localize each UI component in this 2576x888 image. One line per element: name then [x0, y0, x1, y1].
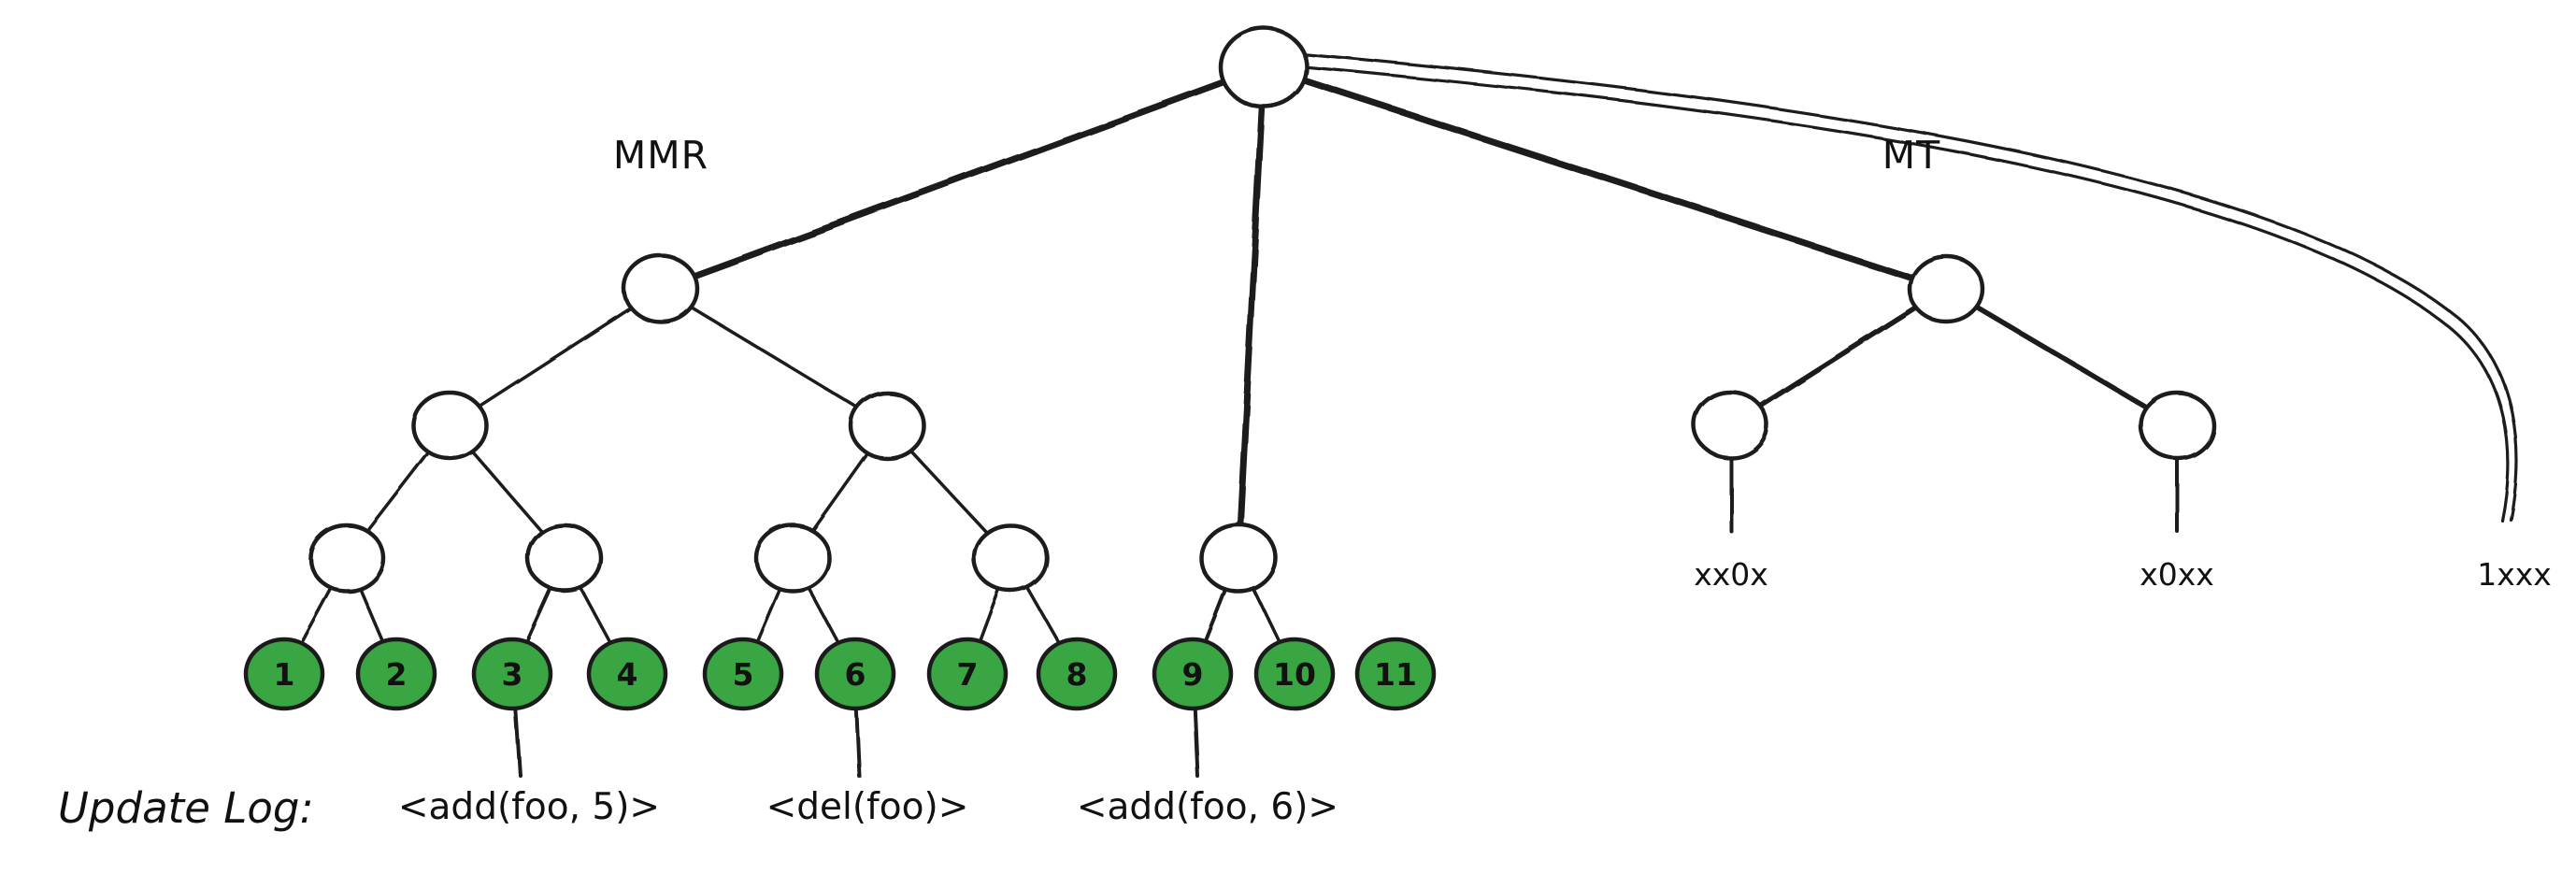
mt-leaf-label-xx0x: xx0x [1694, 556, 1768, 593]
update-log-group: Update Log: <add(foo, 5)> <del(foo)> <ad… [58, 783, 1338, 833]
node-mt-right [2138, 390, 2216, 461]
leaf-label-10: 10 [1273, 656, 1316, 693]
node-mmr-peak [622, 253, 700, 324]
leaf-circle-9 [1152, 637, 1234, 711]
edge-root-to-mid-peak [1235, 71, 1267, 562]
node-mmr-l2-right [848, 390, 926, 461]
leaf-node-4: 4 [586, 637, 668, 711]
node-mmr-l2-left [410, 390, 489, 461]
edge-root-to-1xxx-inner [1307, 65, 2510, 523]
leaf-node-3: 3 [471, 637, 553, 711]
leaf-label-2: 2 [386, 656, 408, 693]
leaf-circle-8 [1036, 637, 1118, 711]
update-log-title: Update Log: [58, 783, 314, 833]
node-mmr-l3-1 [308, 523, 386, 594]
edge-root-to-1xxx-outer [1305, 52, 2518, 522]
leaf-node-1: 1 [243, 637, 325, 711]
leaf-circle-11 [1354, 637, 1437, 711]
leaf-node-5: 5 [702, 637, 784, 711]
leaf-label-1: 1 [274, 656, 295, 693]
leaf-label-9: 9 [1182, 656, 1204, 693]
leaf-label-8: 8 [1066, 656, 1088, 693]
leaf-node-9: 9 [1152, 637, 1234, 711]
leaf-label-5: 5 [733, 656, 754, 693]
node-mt-left [1692, 390, 1770, 461]
node-mt-root [1907, 253, 1985, 324]
mt-leaf-label-x0xx: x0xx [2140, 556, 2214, 593]
node-root [1218, 25, 1309, 109]
leaf-circle-3 [471, 637, 553, 711]
edge-mt-root-to-left [1728, 286, 1949, 428]
leaf-node-7: 7 [926, 637, 1009, 711]
leaf-circle-4 [586, 637, 668, 711]
leaf-label-7: 7 [957, 656, 979, 693]
leaf-label-4: 4 [617, 656, 638, 693]
node-mmr-l3-2 [525, 523, 604, 594]
log-entry-add-foo-5: <add(foo, 5)> [398, 786, 660, 828]
node-mmr-l3-3 [753, 523, 832, 594]
edge-mmr-peak-to-l2-right [659, 287, 889, 427]
edge-mt-root-to-right [1943, 286, 2180, 428]
leaf-circle-1 [243, 637, 325, 711]
leaf-circle-7 [926, 637, 1009, 711]
leaf-label-6: 6 [845, 656, 866, 693]
leaf-node-11: 11 [1354, 637, 1437, 711]
nodes-group [308, 25, 2216, 594]
node-mmr-l3-4 [971, 523, 1050, 594]
leaf-circle-10 [1253, 637, 1336, 711]
leaf-node-8: 8 [1036, 637, 1118, 711]
mt-leaf-label-1xxx: 1xxx [2477, 556, 2552, 593]
leaf-label-3: 3 [502, 656, 523, 693]
leaf-circle-6 [814, 637, 896, 711]
mmr-tree-label: MMR [613, 133, 708, 178]
leaf-node-6: 6 [814, 637, 896, 711]
edge-root-to-mmr-peak [657, 64, 1267, 293]
leaf-circle-5 [702, 637, 784, 711]
edge-mmr-peak-to-l2-left [448, 287, 663, 427]
labels-group: MMR MT xx0x x0xx 1xxx [613, 133, 2552, 593]
leaf-node-2: 2 [355, 637, 437, 711]
leaf-label-11: 11 [1374, 656, 1417, 693]
log-entry-del-foo: <del(foo)> [766, 786, 969, 828]
leaves-group: 1 2 3 4 5 6 7 8 [243, 637, 1437, 711]
leaf-circle-2 [355, 637, 437, 711]
leaf-node-10: 10 [1253, 637, 1336, 711]
edge-root-to-mt-root [1260, 64, 1950, 293]
log-entry-add-foo-6: <add(foo, 6)> [1077, 786, 1338, 828]
mt-tree-label: MT [1882, 133, 1940, 178]
node-mid-peak [1198, 522, 1279, 594]
